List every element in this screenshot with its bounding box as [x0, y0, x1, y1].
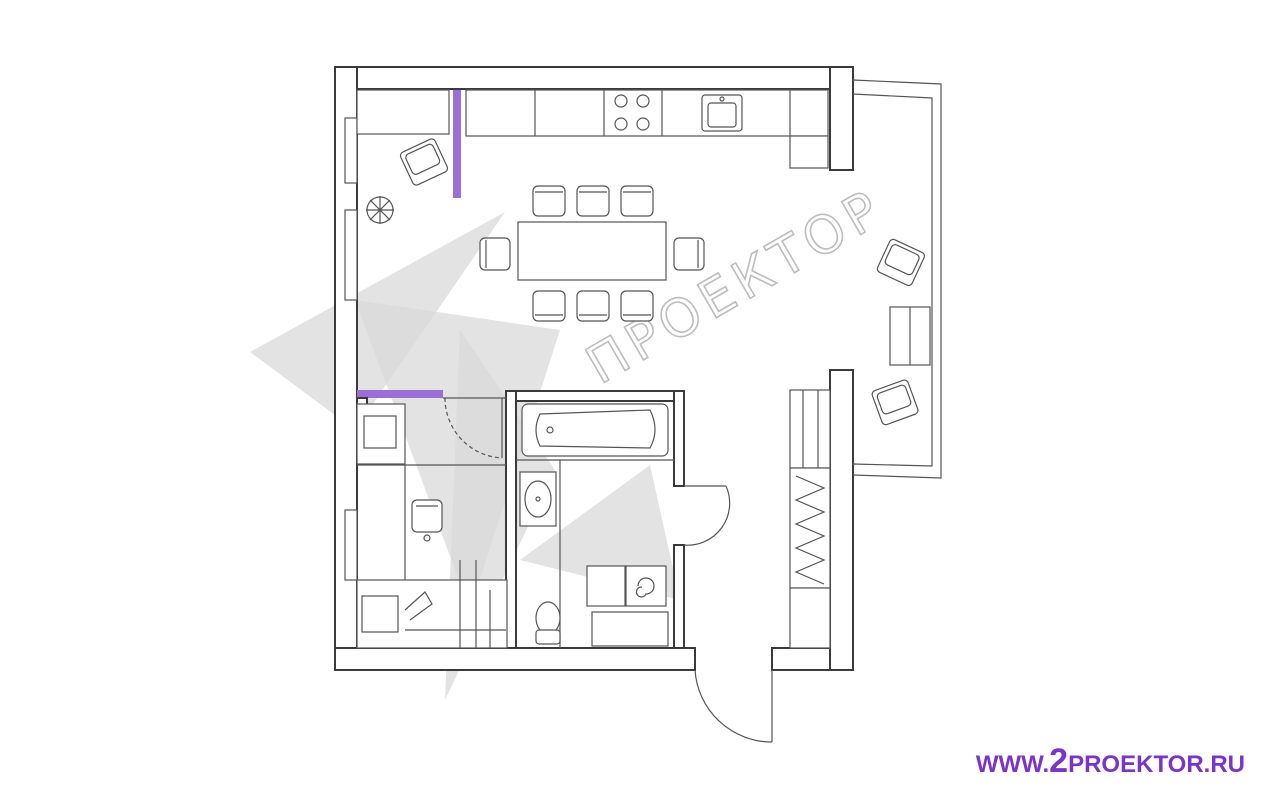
chair-icon — [532, 290, 566, 322]
bathroom-door — [683, 485, 731, 546]
sink-icon — [701, 94, 743, 132]
dining-table — [517, 221, 667, 281]
armchair-icon — [399, 138, 449, 186]
chair-icon — [532, 185, 566, 217]
chair-icon — [673, 237, 705, 271]
hall-shelf — [789, 389, 831, 469]
site-prefix: WWW. — [975, 751, 1050, 778]
balcony — [852, 79, 942, 479]
washbasin-icon — [519, 471, 557, 527]
chair-icon — [479, 237, 511, 271]
dining-chairs — [479, 185, 705, 322]
site-number: 2 — [1049, 742, 1069, 780]
plant-icon — [366, 196, 394, 224]
chair-icon — [576, 185, 610, 217]
stove-icon — [614, 94, 650, 131]
pillow-icon — [361, 595, 399, 633]
office-chair-icon — [411, 499, 443, 542]
bedroom — [356, 397, 508, 649]
armchair-icon — [876, 238, 926, 287]
wardrobe — [789, 467, 831, 589]
entrance-door — [694, 669, 773, 743]
chair-icon — [576, 290, 610, 322]
partition-accent — [357, 390, 443, 398]
site-suffix: PROEKTOR.RU — [1068, 751, 1245, 778]
website-link[interactable]: WWW.2PROEKTOR.RU — [976, 742, 1245, 781]
bathtub-icon — [521, 403, 669, 457]
bathroom — [505, 390, 685, 649]
washing-machine-icon — [625, 565, 667, 607]
pillow-icon — [363, 415, 397, 449]
chair-icon — [620, 185, 654, 217]
toilet-icon — [535, 601, 561, 645]
bath-counter — [591, 611, 669, 647]
armchair-icon — [871, 379, 919, 426]
partition-accent — [453, 90, 461, 198]
bath-cabinet — [586, 565, 626, 607]
shelf — [356, 89, 450, 135]
chair-icon — [620, 290, 654, 322]
bedroom-door — [443, 397, 506, 459]
outer-walls — [334, 66, 854, 671]
kitchen-counter — [465, 89, 829, 169]
hall-cabinet — [789, 587, 831, 649]
